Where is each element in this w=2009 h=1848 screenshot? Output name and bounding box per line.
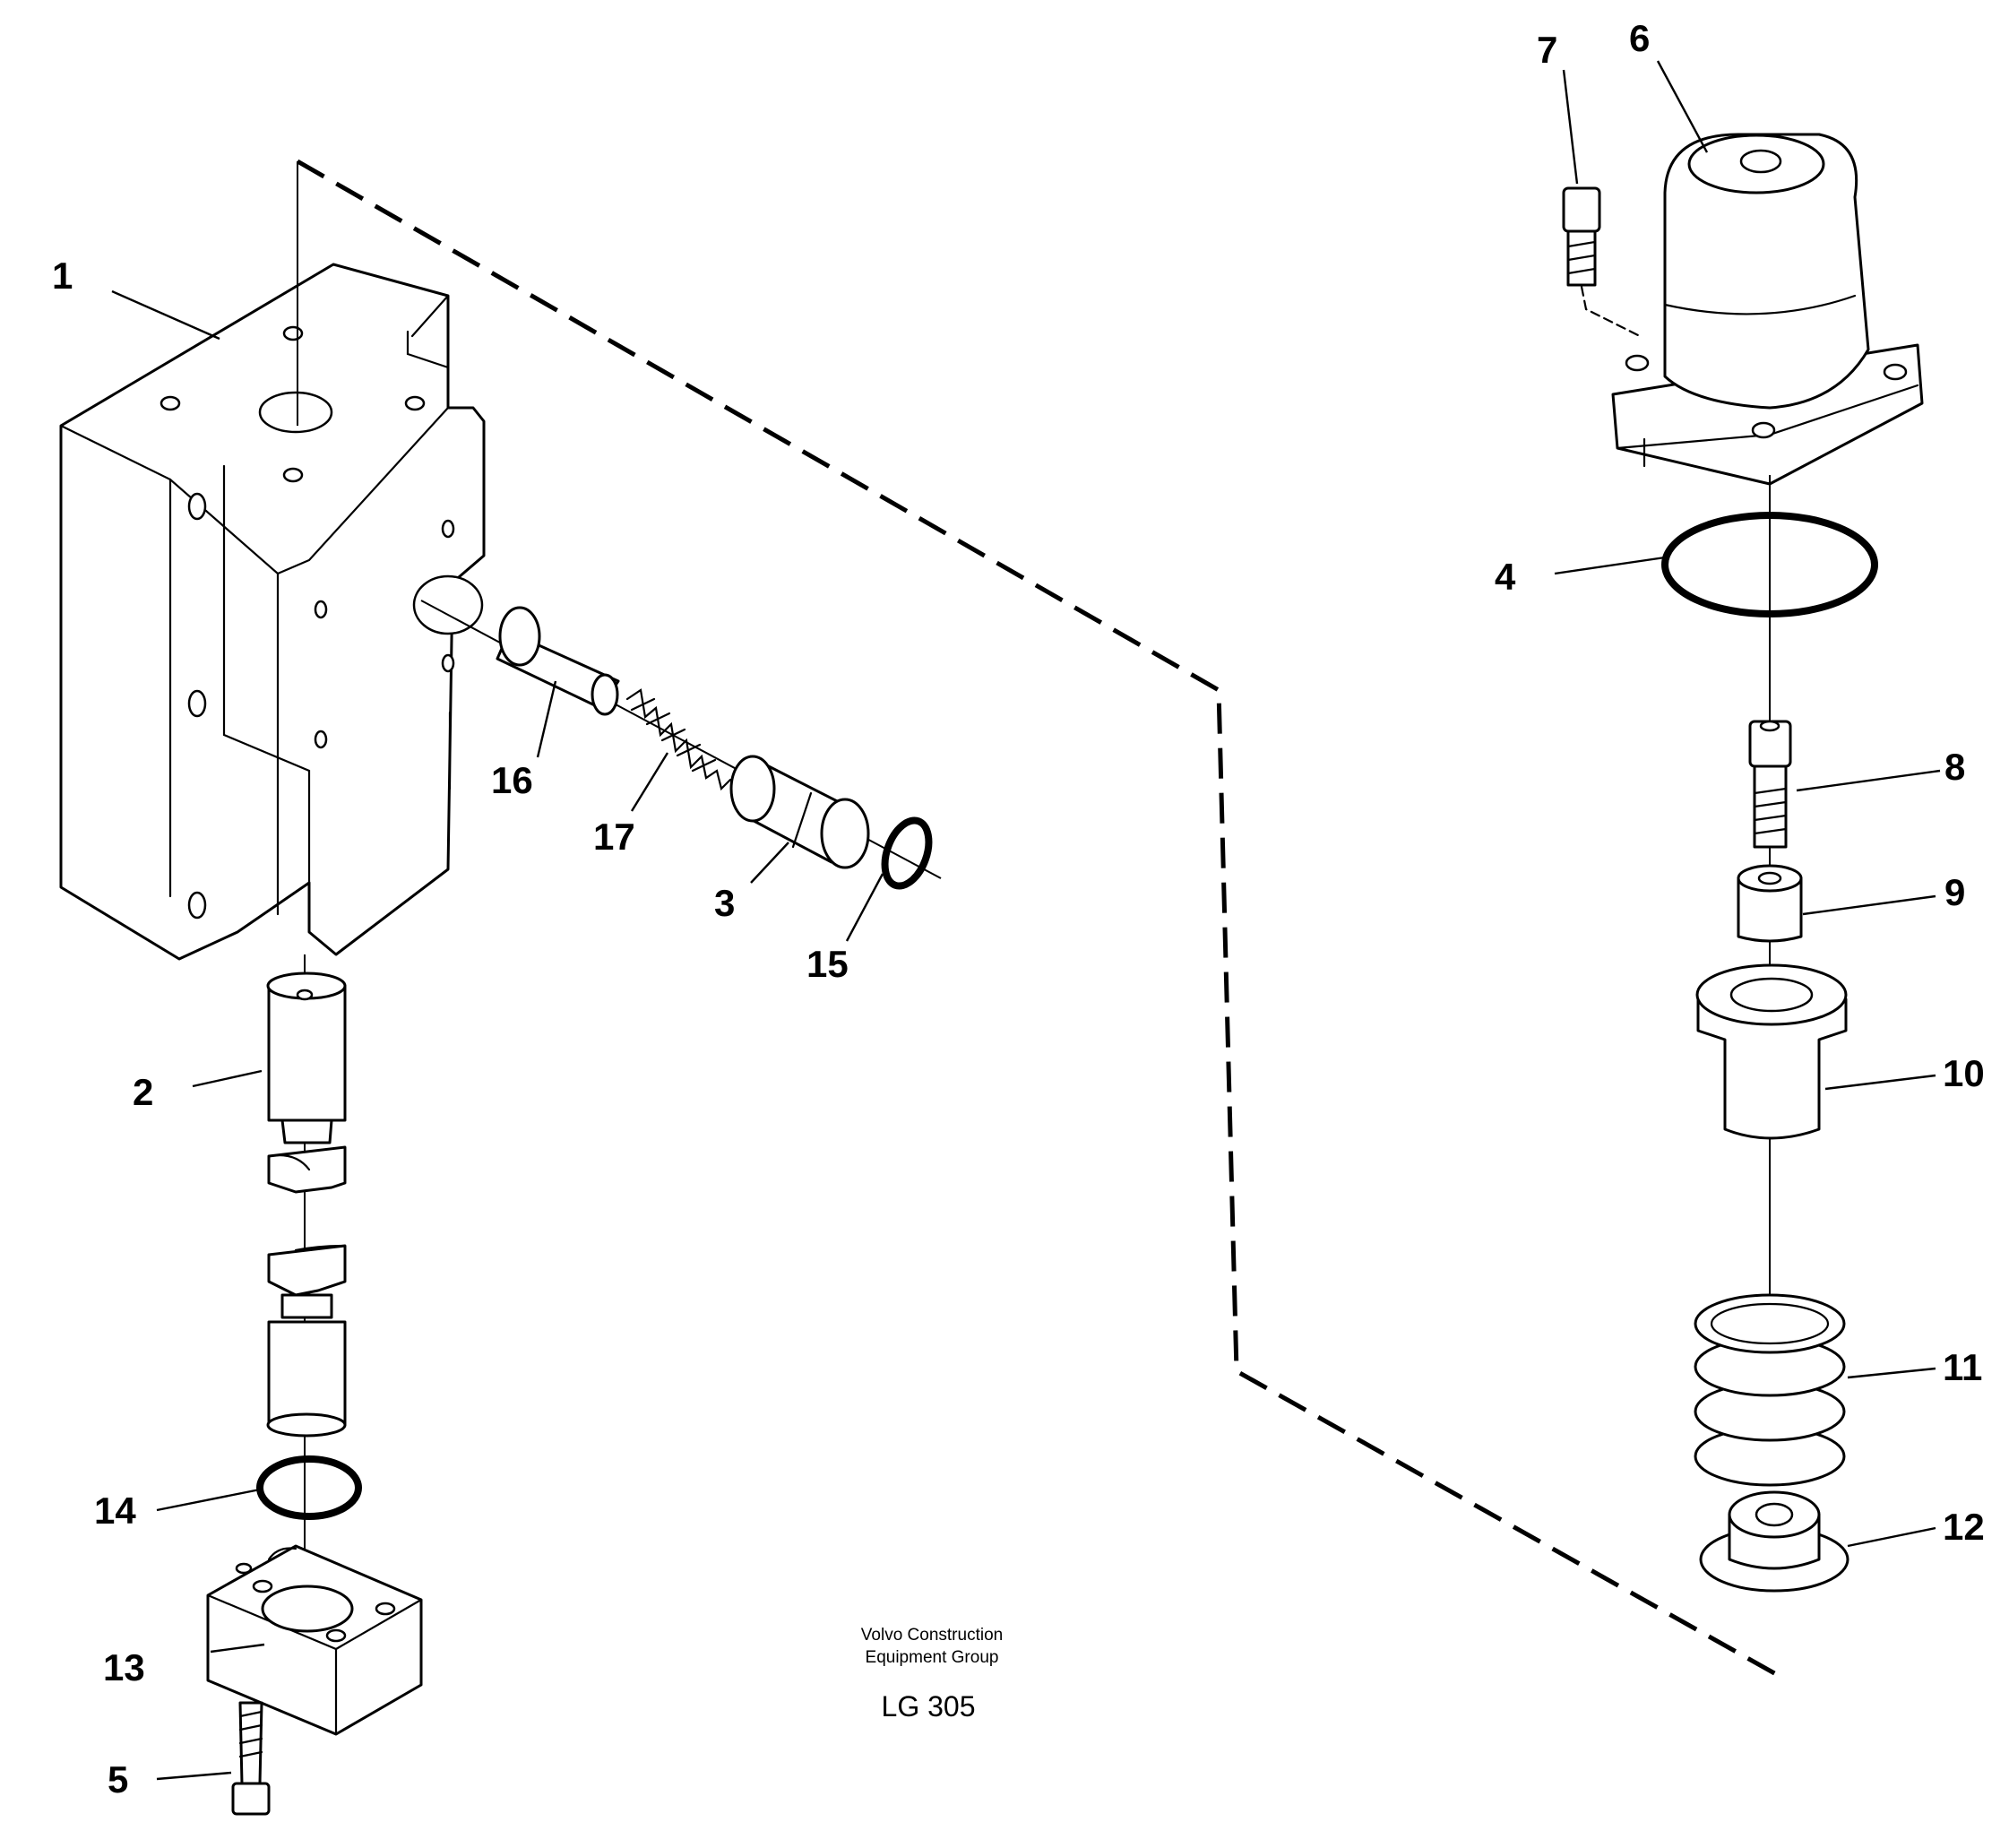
spool-part-2 bbox=[266, 971, 347, 1438]
caption-line-2: Equipment Group bbox=[866, 1648, 999, 1667]
callout-2: 2 bbox=[133, 1071, 153, 1113]
cover-part-6 bbox=[1611, 133, 1924, 486]
o-ring-part-15 bbox=[881, 816, 933, 890]
sleeve-part-16 bbox=[420, 600, 942, 879]
collar-part-9 bbox=[1737, 864, 1803, 943]
o-ring-part-14 bbox=[256, 1455, 362, 1520]
callout-1: 1 bbox=[52, 255, 73, 297]
spring-part-17 bbox=[625, 688, 732, 791]
leader-lines bbox=[111, 60, 1941, 1781]
assembly-dashed-line bbox=[296, 159, 1778, 1677]
callout-15: 15 bbox=[806, 943, 849, 985]
callouts: 1 2 3 4 5 6 7 8 9 10 11 12 13 14 15 16 1… bbox=[52, 17, 1985, 1801]
callout-14: 14 bbox=[94, 1490, 136, 1532]
screw-part-7 bbox=[1562, 186, 1642, 338]
callout-5: 5 bbox=[108, 1758, 128, 1801]
callout-13: 13 bbox=[103, 1646, 145, 1688]
callout-11: 11 bbox=[1943, 1346, 1982, 1388]
callout-7: 7 bbox=[1537, 29, 1557, 71]
callout-12: 12 bbox=[1943, 1506, 1985, 1548]
spring-part-11 bbox=[1694, 1293, 1846, 1487]
screw-part-8 bbox=[1748, 720, 1792, 849]
callout-17: 17 bbox=[593, 816, 635, 858]
callout-8: 8 bbox=[1944, 746, 1965, 788]
plug-part-3 bbox=[729, 755, 870, 869]
end-cover-part-13 bbox=[206, 1544, 423, 1736]
callout-4: 4 bbox=[1495, 556, 1516, 598]
callout-9: 9 bbox=[1944, 871, 1965, 913]
bushing-part-10 bbox=[1695, 963, 1848, 1140]
callout-10: 10 bbox=[1943, 1052, 1985, 1094]
drawing-code: LG 305 bbox=[882, 1690, 976, 1723]
callout-16: 16 bbox=[491, 759, 533, 801]
callout-3: 3 bbox=[714, 882, 735, 924]
screw-part-5 bbox=[231, 1701, 271, 1816]
o-ring-part-4 bbox=[1661, 512, 1878, 617]
seat-part-12 bbox=[1699, 1490, 1849, 1593]
valve-body-part-1 bbox=[59, 263, 486, 961]
callout-6: 6 bbox=[1629, 17, 1650, 59]
caption-line-1: Volvo Construction bbox=[861, 1626, 1003, 1645]
caption-block: Volvo Construction Equipment Group LG 30… bbox=[861, 1626, 1003, 1723]
